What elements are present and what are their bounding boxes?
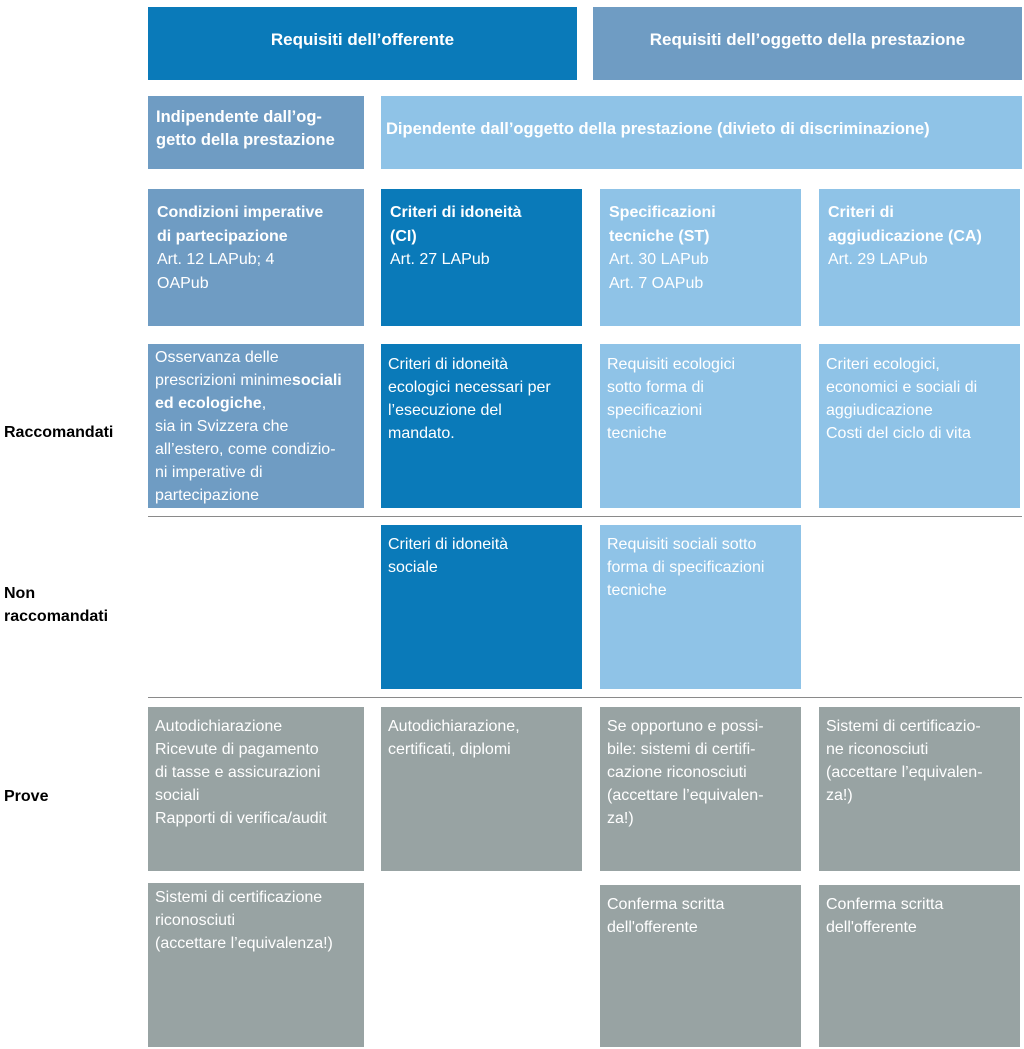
cell-prove-specificazioni-2: Conferma scritta dell'offerente [600,885,801,1047]
cell-non-raccomandati-specificazioni: Requisiti sociali sotto forma di specifi… [600,525,801,689]
column-specificazioni-ref: Art. 30 LAPub Art. 7 OAPub [609,251,709,292]
header-offerente: Requisiti dell’offerente [148,7,577,80]
column-specificazioni: Specificazioni tecniche (ST) Art. 30 LAP… [600,189,801,326]
cell-raccomandati-aggiudicazione: Criteri ecologici, economici e sociali d… [819,344,1020,508]
cell-prove-aggiudicazione: Sistemi di certificazio- ne riconosciuti… [819,707,1020,871]
header-oggetto-label: Requisiti dell’oggetto della prestazione [649,29,966,49]
row-divider [148,516,1022,517]
cell-raccomandati-idoneita: Criteri di idoneità ecologici necessari … [381,344,582,508]
row-divider [148,697,1022,698]
subheader-dipendente: Dipendente dall’oggetto della prestazion… [381,96,1022,169]
cell-prove-idoneita: Autodichiarazione, certificati, diplomi [381,707,582,871]
cell-raccomandati-condizioni-before: Osservanza delle prescrizioni minime [155,349,292,389]
cell-non-raccomandati-idoneita: Criteri di idoneità sociale [381,525,582,689]
header-oggetto: Requisiti dell’oggetto della prestazione [593,7,1022,80]
cell-raccomandati-condizioni: Osservanza delle prescrizioni minimesoci… [148,344,364,508]
row-label-raccomandati: Raccomandati [4,424,114,441]
cell-raccomandati-specificazioni: Requisiti ecologici sotto forma di speci… [600,344,801,508]
column-condizioni: Condizioni imperative di partecipazione … [148,189,364,326]
column-condizioni-title: Condizioni imperative di partecipazione [157,204,324,245]
cell-prove-condizioni: Autodichiarazione Ricevute di pagamento … [148,707,364,871]
subheader-dipendente-label: Dipendente dall’oggetto della prestazion… [386,120,930,138]
cell-prove-aggiudicazione-2: Conferma scritta dell'offerente [819,885,1020,1047]
column-idoneita: Criteri di idoneità (CI) Art. 27 LAPub [381,189,582,326]
row-label-non-raccomandati: Non raccomandati [4,585,109,625]
column-specificazioni-title: Specificazioni tecniche (ST) [609,204,716,245]
column-aggiudicazione: Criteri di aggiudicazione (CA) Art. 29 L… [819,189,1020,326]
subheader-indipendente: Indipendente dall’og- getto della presta… [148,96,364,169]
column-aggiudicazione-ref: Art. 29 LAPub [828,251,928,268]
header-offerente-label: Requisiti dell’offerente [270,29,455,49]
cell-prove-specificazioni: Se opportuno e possi- bile: sistemi di c… [600,707,801,871]
cell-raccomandati-condizioni-after: , sia in Svizzera che all’estero, come c… [155,395,336,504]
column-idoneita-ref: Art. 27 LAPub [390,251,490,268]
cell-prove-condizioni-2: Sistemi di certificazione riconosciuti (… [148,883,364,1047]
column-condizioni-ref: Art. 12 LAPub; 4 OAPub [157,251,275,292]
column-aggiudicazione-title: Criteri di aggiudicazione (CA) [828,204,982,245]
column-idoneita-title: Criteri di idoneità (CI) [390,204,522,245]
row-label-prove: Prove [4,788,49,805]
cell-raccomandati-condizioni-bold: sociali ed ecologiche [155,372,342,412]
